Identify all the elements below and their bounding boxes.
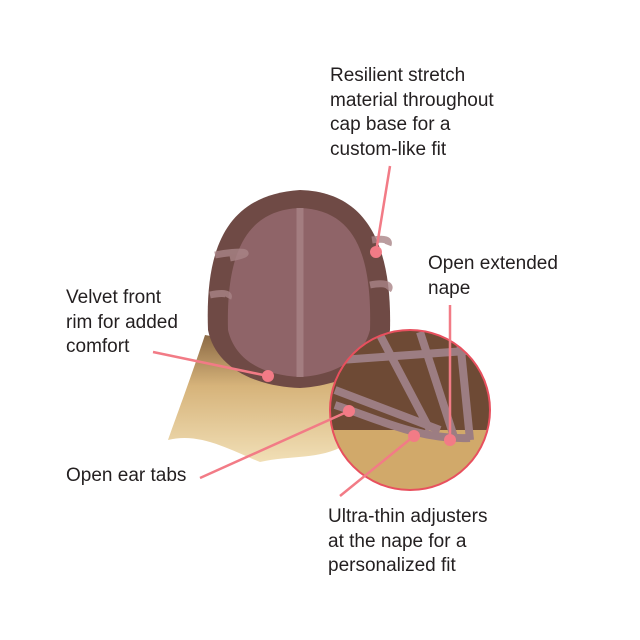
callout-nape: Open extended nape <box>428 252 558 301</box>
label-line: rim for added <box>66 311 178 333</box>
callout-lines <box>152 165 452 497</box>
callout-adjusters: Ultra-thin adjusters at the nape for a p… <box>328 505 487 579</box>
label-line: cap base for a <box>330 114 451 135</box>
callout-velvet: Velvet front rim for added comfort <box>66 286 178 360</box>
label-line: Velvet front <box>66 287 162 308</box>
label-line: Resilient stretch <box>330 65 466 86</box>
label-line: nape <box>428 277 471 299</box>
label-line: comfort <box>66 336 130 357</box>
label-line: Open extended <box>428 253 558 274</box>
callout-stretch: Resilient stretch material throughout ca… <box>330 64 494 162</box>
label-line: material throughout <box>330 89 494 111</box>
label-line: Open ear tabs <box>66 465 187 486</box>
label-line: personalized fit <box>328 555 456 576</box>
callout-ear-tabs: Open ear tabs <box>66 464 186 489</box>
label-line: Ultra-thin adjusters <box>328 506 488 527</box>
label-line: custom-like fit <box>330 138 447 160</box>
callout-dots <box>262 246 456 446</box>
label-line: at the nape for a <box>328 530 467 552</box>
